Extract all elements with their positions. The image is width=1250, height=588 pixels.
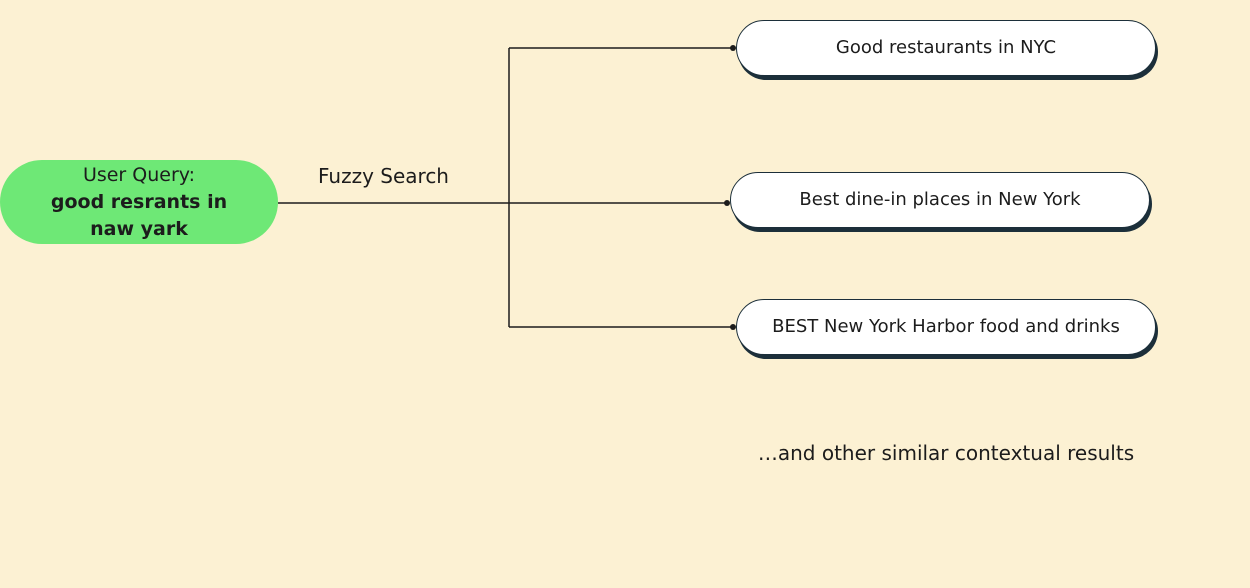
- similar-results-note: …and other similar contextual results: [757, 441, 1135, 465]
- connector-dot-result-2: [724, 200, 730, 206]
- fuzzy-search-label: Fuzzy Search: [318, 164, 449, 188]
- user-query-text: good resrants in naw yark: [50, 190, 228, 240]
- result-node-1: Good restaurants in NYC: [736, 20, 1156, 76]
- result-node-3: BEST New York Harbor food and drinks: [736, 299, 1156, 355]
- connector-dot-result-1: [730, 45, 736, 51]
- user-query-node: User Query: good resrants in naw yark: [0, 160, 278, 244]
- result-node-2: Best dine-in places in New York: [730, 172, 1150, 228]
- connector-dot-result-3: [730, 324, 736, 330]
- user-query-label: User Query:: [82, 163, 196, 186]
